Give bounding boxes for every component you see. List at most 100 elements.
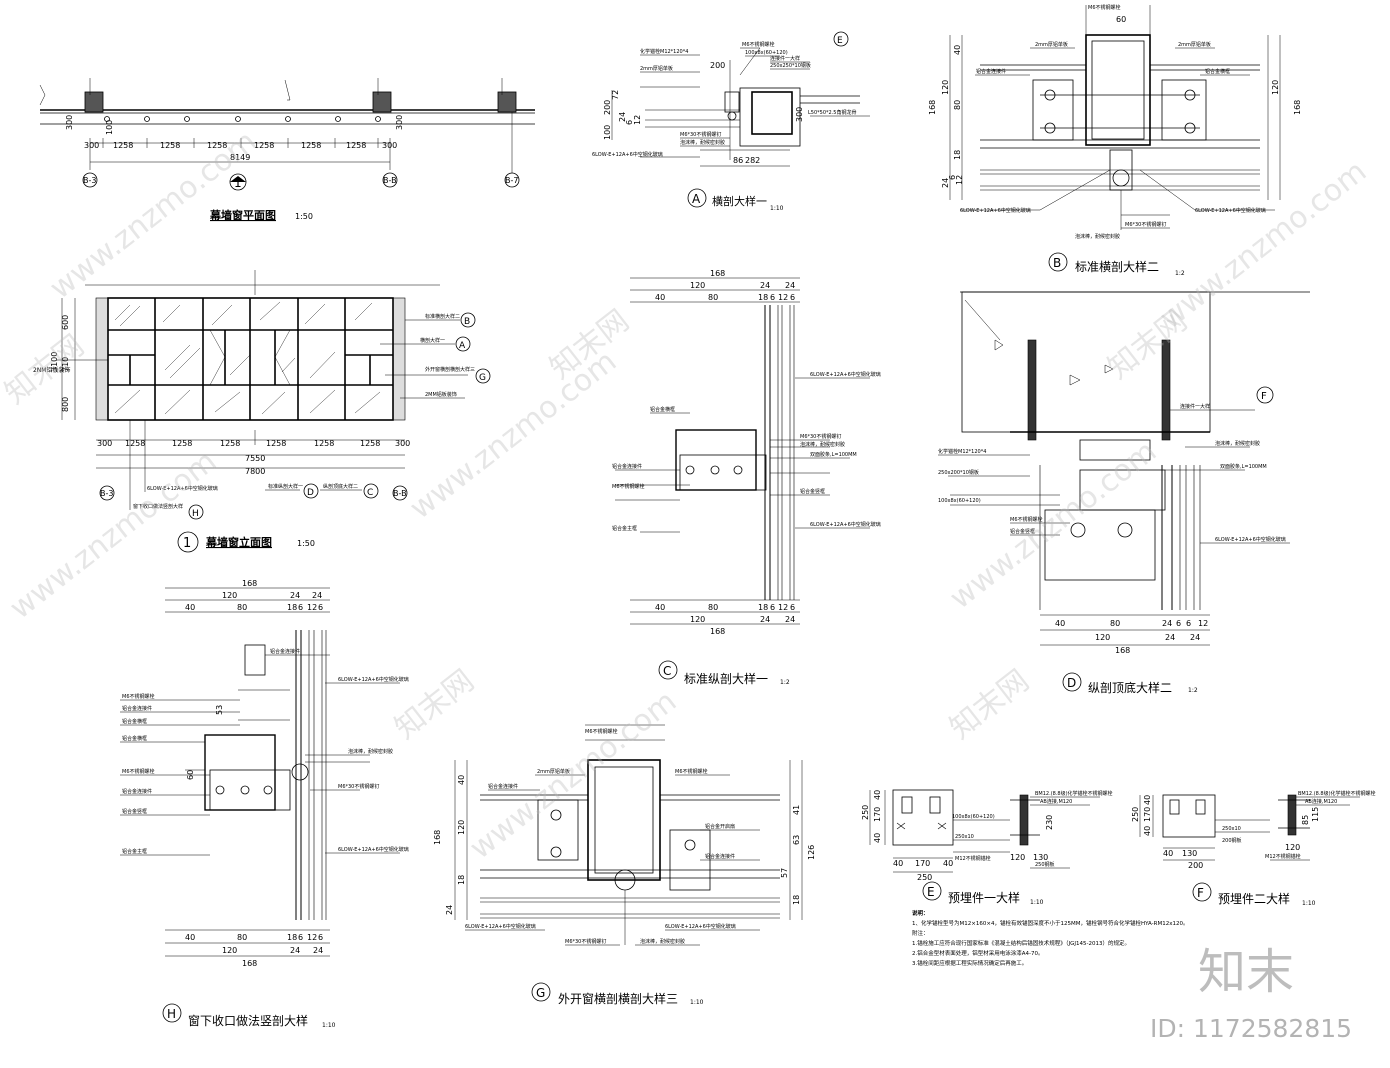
plan-title: 幕墙窗平面图 bbox=[209, 208, 276, 222]
c-dim-bot-8: 24 bbox=[785, 615, 795, 624]
g-top-label: M6不锈钢螺栓 bbox=[585, 728, 618, 735]
h-label-3: 铝合金横框 bbox=[122, 718, 147, 725]
d-dim-7: 24 bbox=[1165, 633, 1175, 642]
elevation-view: 600 710 800 3100 2NM铝板装饰 标准横剖大样二 B 横剖大样一… bbox=[33, 270, 491, 553]
c-dim-bot-3: 6 bbox=[770, 603, 775, 612]
b-dim-1: 120 bbox=[941, 80, 950, 95]
c-dim-bot-7: 24 bbox=[760, 615, 770, 624]
plan-total: 8149 bbox=[230, 153, 250, 162]
a-dim-6: 72 bbox=[611, 90, 620, 100]
h-label-4: M6*30不锈钢螺钉 bbox=[338, 783, 379, 790]
c-label-2: M6*30不锈钢螺钉 bbox=[800, 433, 841, 440]
h-dim-top-0: 168 bbox=[242, 579, 257, 588]
d-label-4: 100x8x(60+120) bbox=[938, 498, 981, 504]
elev-total-inner: 7550 bbox=[245, 454, 265, 463]
e-dim-4: 40 bbox=[893, 859, 903, 868]
d-dim-1: 80 bbox=[1110, 619, 1120, 628]
c-dim-top-3: 24 bbox=[785, 281, 795, 290]
a-label-6: L50*50*2.5角钢龙骨 bbox=[808, 109, 856, 116]
c-dim-bot-6: 120 bbox=[690, 615, 705, 624]
f-dim-7: 120 bbox=[1285, 843, 1300, 852]
c-label-0: 6LOW-E+12A+6中空钢化玻璃 bbox=[810, 371, 881, 378]
g-dim-l-0: 40 bbox=[457, 775, 466, 785]
plan-view: 300 1258 1258 1258 1258 1258 1258 300 81… bbox=[39, 78, 535, 222]
elevation-window-sashes bbox=[209, 329, 291, 386]
a-label-4: 2mm厚铝单板 bbox=[640, 65, 673, 72]
c-label-6: 铝合金连接件 bbox=[612, 463, 642, 470]
e-label-1: AB连接,M120 bbox=[1040, 798, 1072, 805]
detail-d: 40 80 24 6 6 12 120 24 24 168 化学锚栓M12*12… bbox=[938, 291, 1310, 695]
b-dim-top: 60 bbox=[1116, 15, 1126, 24]
c-dim-bot-2: 18 bbox=[758, 603, 768, 612]
a-dim-7: 24 bbox=[618, 112, 627, 122]
a-dim-86: 86 bbox=[733, 156, 743, 165]
h-leaders bbox=[120, 654, 400, 856]
elev-dim-5: 1258 bbox=[314, 439, 334, 448]
h-dim-top-2: 24 bbox=[290, 591, 300, 600]
elev-dim-7: 300 bbox=[395, 439, 410, 448]
c-title: 标准纵剖大样一 bbox=[684, 671, 768, 686]
c-leaders bbox=[615, 377, 870, 533]
h-label-0: 铝合金连接件 bbox=[270, 648, 300, 655]
g-label-2: M6不锈钢螺栓 bbox=[675, 768, 708, 775]
notes-line-2: 1.锚栓施工应符合现行国家标准《混凝土结构后锚固技术规程》（JGJ145-201… bbox=[912, 939, 1130, 947]
elev-foot-mark: H bbox=[192, 509, 199, 519]
g-dim-l-4: 24 bbox=[445, 905, 454, 915]
h-title: 窗下收口做法竖剖大样 bbox=[188, 1013, 308, 1028]
d-title: 纵剖顶底大样二 bbox=[1088, 680, 1172, 695]
g-dim-r-0: 41 bbox=[792, 805, 801, 815]
a-dim-top: 200 bbox=[710, 61, 725, 70]
e-label-2: 100x8x(60+120) bbox=[952, 814, 995, 820]
d-mark-f: F bbox=[1261, 391, 1267, 402]
h-label-6: 铝合金竖框 bbox=[122, 808, 147, 815]
f-dim-0: 250 bbox=[1131, 807, 1140, 822]
g-label-5: 泡沫棒，耐候密封胶 bbox=[640, 938, 685, 945]
d-label-6: 双面胶条,L=100MM bbox=[1220, 463, 1267, 470]
a-mark-e: E bbox=[837, 36, 843, 46]
b-label-5: 泡沫棒，耐候密封胶 bbox=[1075, 233, 1120, 240]
a-label-0: M6不锈钢螺栓 bbox=[742, 41, 775, 48]
f-title: 预埋件二大样 bbox=[1218, 891, 1290, 906]
h-dim-bot-8: 24 bbox=[313, 946, 323, 955]
f-label-0: BM12.(8.8级)化学锚栓不锈钢螺栓 bbox=[1298, 790, 1376, 797]
d-label-7: 6LOW-E+12A+6中空钢化玻璃 bbox=[1215, 536, 1286, 543]
h-scale: 1:10 bbox=[322, 1022, 336, 1029]
plan-dim-1: 1258 bbox=[113, 141, 133, 150]
g-scale: 1:10 bbox=[690, 999, 704, 1006]
plan-scale: 1:50 bbox=[295, 212, 313, 221]
h-dim-top-6: 18 bbox=[287, 603, 297, 612]
a-label-9: 6LOW-E+12A+6中空钢化玻璃 bbox=[592, 151, 663, 158]
elev-dim-left-2: 800 bbox=[61, 397, 70, 412]
elev-callout-mark-1: A bbox=[459, 341, 466, 351]
d-label-5: M6不锈钢螺栓 bbox=[1010, 516, 1043, 523]
b-leaders bbox=[960, 47, 1275, 229]
elev-bottom-mark-1: C bbox=[367, 488, 373, 498]
h-label-1: 6LOW-E+12A+6中空钢化玻璃 bbox=[338, 676, 409, 683]
plan-axis-left: B-3 bbox=[83, 176, 96, 185]
notes-line-4: 3.锚栓间距应根据工程实际情况确定后再施工。 bbox=[912, 959, 1027, 967]
d-dim-9: 168 bbox=[1115, 646, 1130, 655]
detail-e: 250 40 170 40 40 170 40 250 120 130 230 … bbox=[861, 789, 1113, 906]
elev-bottom-label-2: 纵剖顶底大样二 bbox=[323, 483, 358, 490]
c-label-0b: 6LOW-E+12A+6中空钢化玻璃 bbox=[810, 521, 881, 528]
elevation-glass-hatch bbox=[114, 301, 381, 415]
b-label-1: 铝合金连接件 bbox=[976, 68, 1006, 75]
h-dim-bot-7: 24 bbox=[290, 946, 300, 955]
g-leaders bbox=[465, 774, 760, 946]
e-dim-5: 170 bbox=[915, 859, 930, 868]
h-dim-bot-2: 18 bbox=[287, 933, 297, 942]
h-dim-bot-1: 80 bbox=[237, 933, 247, 942]
f-label-1: AB连接,M120 bbox=[1305, 798, 1337, 805]
f-dim-6: 200 bbox=[1188, 861, 1203, 870]
g-dim-l-2: 168 bbox=[433, 830, 442, 845]
c-dim-bot-0: 40 bbox=[655, 603, 665, 612]
h-dim-bot-3: 6 bbox=[298, 933, 303, 942]
elev-callout-2: 外开窗横剖横剖大样三 bbox=[425, 366, 475, 373]
notes-block: 说明： 1、化学锚栓型号为M12×160×4，锚栓有效锚固深度不小于125MM，… bbox=[912, 909, 1188, 967]
watermark-id: ID: 1172582815 bbox=[1150, 1014, 1352, 1043]
elev-dim-1: 1258 bbox=[125, 439, 145, 448]
b-label-4: M6*30不锈钢螺钉 bbox=[1125, 221, 1166, 228]
e-dim-0: 250 bbox=[861, 805, 870, 820]
c-label-8: 铝合金主框 bbox=[612, 525, 637, 532]
a-scale: 1:10 bbox=[770, 205, 784, 212]
